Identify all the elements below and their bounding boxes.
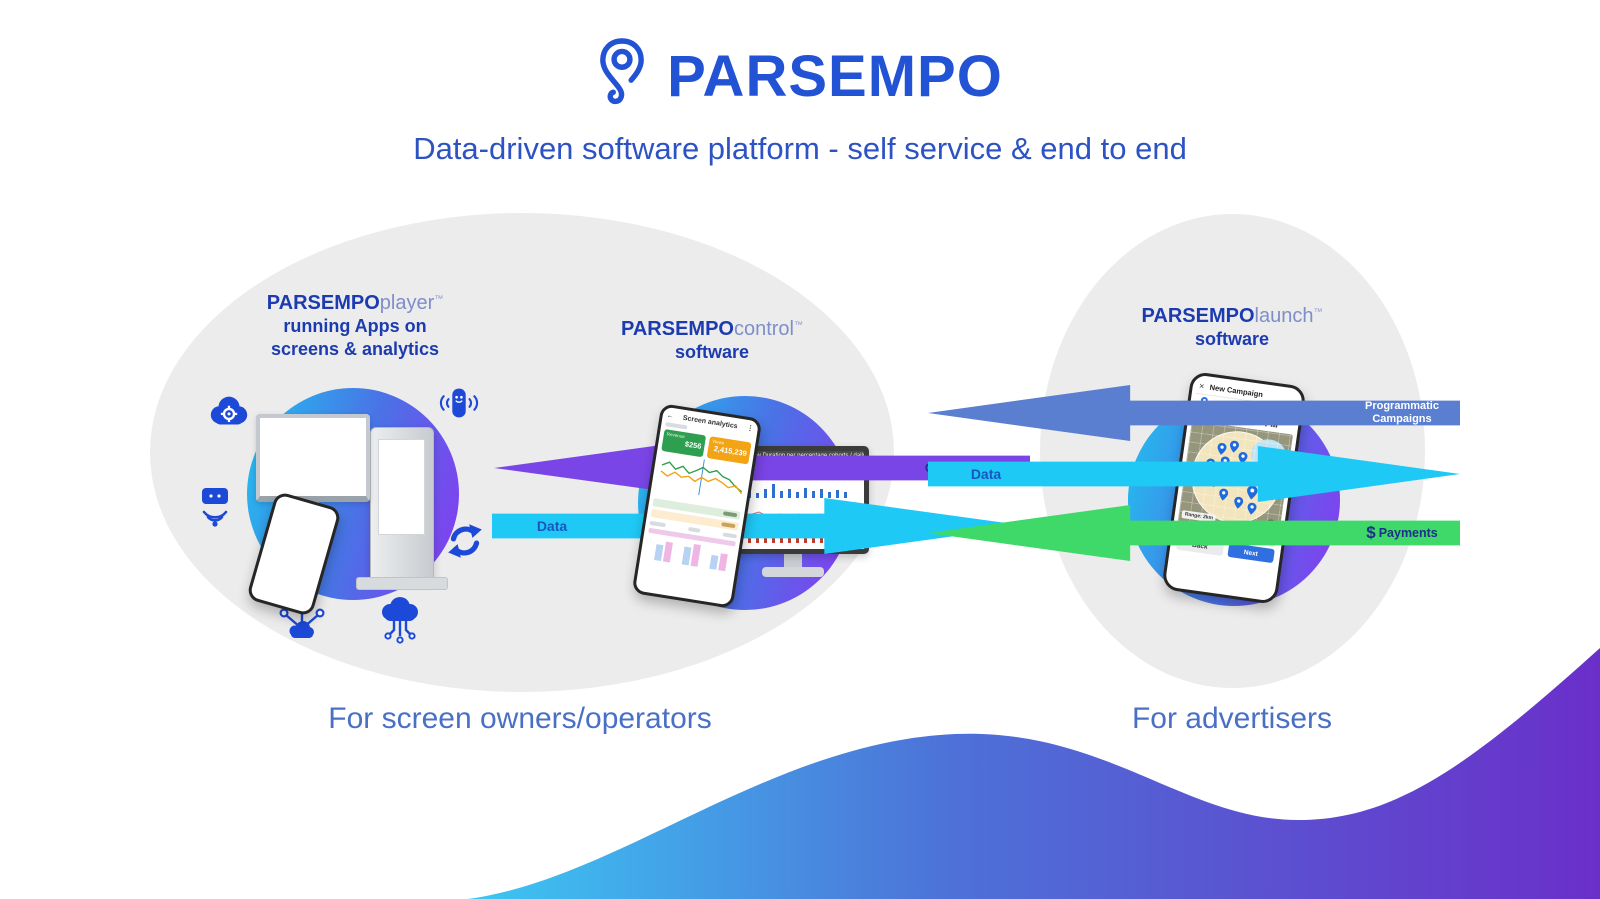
menu-dots-icon[interactable]: ⋮	[746, 424, 755, 433]
smart-speaker-icon	[439, 388, 479, 418]
control-product-name: PARSEMPOcontrol™	[562, 318, 862, 341]
programmatic-label: Programmatic Campaigns	[1365, 400, 1439, 425]
control-tm: ™	[794, 319, 803, 330]
brand-name: PARSEMPO	[667, 43, 1003, 109]
control-desc: software	[674, 342, 750, 362]
launch-desc: software	[1194, 329, 1270, 349]
player-product: player	[379, 292, 435, 314]
analytics-phone: ← Screen analytics ⋮ Revenue $256 Views …	[631, 403, 763, 609]
filter-placeholder[interactable]	[665, 422, 688, 430]
control-brand: PARSEMPO	[620, 318, 734, 340]
programmatic-line1: Programmatic	[1365, 400, 1439, 413]
map-pin-icon[interactable]	[1246, 485, 1259, 500]
launch-title: PARSEMPOlaunch™ software	[1082, 305, 1382, 351]
close-icon[interactable]: ✕	[1198, 382, 1206, 391]
advertisers-label: For advertisers	[1131, 702, 1333, 735]
kiosk-base	[356, 577, 448, 590]
player-desc-line1: running Apps on	[283, 316, 427, 336]
map-pin-icon[interactable]	[1247, 503, 1258, 516]
brand-header: PARSEMPO	[0, 34, 1600, 118]
control-title: PARSEMPOcontrol™ software	[562, 318, 862, 364]
dollar-icon: $	[1366, 523, 1376, 542]
payments-label: Payments	[1378, 526, 1438, 540]
cloud-gear-icon	[210, 396, 248, 425]
player-desc-line2: screens & analytics	[270, 339, 440, 360]
launch-tm: ™	[1313, 306, 1323, 317]
map-pin-icon[interactable]	[1237, 452, 1248, 465]
next-button[interactable]: Next	[1226, 542, 1275, 564]
analytics-line-chart	[660, 459, 743, 496]
cloud-computing-icon	[382, 597, 418, 644]
map-pin-icon[interactable]	[1229, 440, 1240, 453]
data-label-right: Data	[970, 466, 1002, 482]
map-pin-icon[interactable]	[1218, 488, 1229, 501]
control-product: control	[733, 318, 794, 340]
tagline: Data-driven software platform - self ser…	[413, 131, 1187, 166]
analytics-title: Screen analytics	[682, 414, 739, 430]
player-tm: ™	[434, 293, 444, 304]
player-product-name: PARSEMPOplayer™	[205, 292, 505, 315]
player-brand: PARSEMPO	[266, 292, 380, 314]
operators-label: For screen owners/operators	[328, 702, 712, 735]
back-arrow-icon[interactable]: ←	[666, 411, 675, 420]
launch-product: launch	[1254, 305, 1314, 327]
map-pin-icon[interactable]	[1233, 497, 1244, 510]
launch-brand: PARSEMPO	[1141, 305, 1255, 327]
cast-wifi-icon	[202, 488, 228, 527]
monitor-stand-base	[762, 567, 824, 577]
tv-screen	[256, 414, 370, 502]
launch-product-name: PARSEMPOlaunch™	[1082, 305, 1382, 328]
analytics-bar-chart	[654, 541, 728, 572]
data-label-left: Data	[536, 518, 568, 534]
map-pin-icon[interactable]	[1216, 443, 1227, 456]
programmatic-line2: Campaigns	[1372, 413, 1432, 425]
sync-arrows-icon	[448, 524, 482, 558]
player-title: PARSEMPOplayer™ running Apps on screens …	[205, 292, 505, 362]
kiosk-screen	[378, 439, 425, 535]
location-pin-icon	[600, 38, 645, 105]
